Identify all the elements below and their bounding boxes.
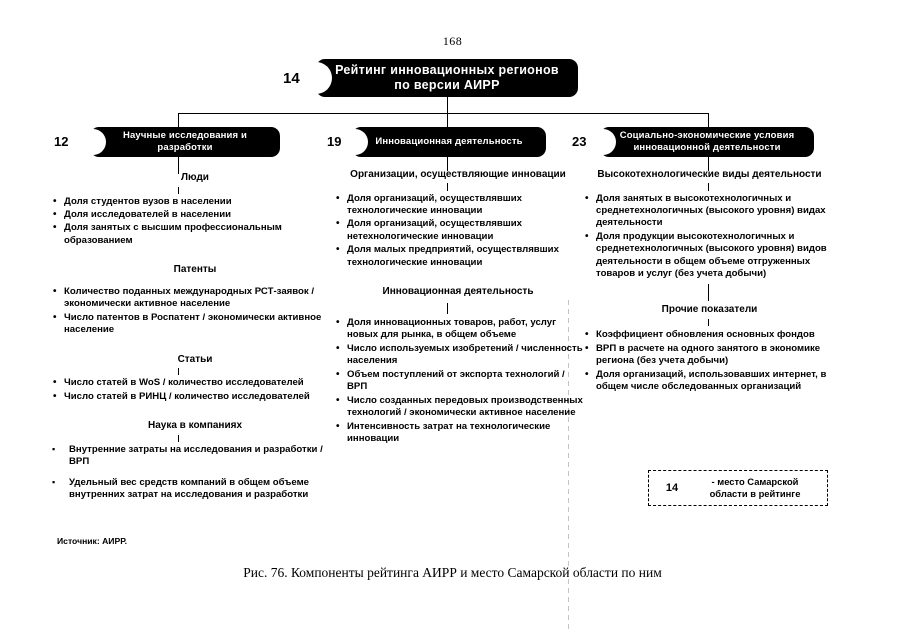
group-stem-nauka [178,434,179,442]
source-note: Источник: АИРР. [57,536,128,546]
indicator-list-prochie-pokazateli: Коэффициент обновления основных фондов В… [582,328,837,394]
legend-line2: области в рейтинге [709,488,801,499]
list-item: Доля организаций, использовавших интерне… [582,368,837,394]
connector-drop-column-2 [447,113,448,127]
list-item: Доля организаций, осуществлявших нетехно… [333,217,583,243]
column-3-banner-line1: Социально-экономические условия [619,130,795,142]
list-item: Число статей в РИНЦ / количество исследо… [50,390,340,404]
list-item: Удельный вес средств компаний в общем об… [50,477,340,502]
chart-title-line1: Рейтинг инновационных регионов [335,62,559,77]
title-rank-notch [300,62,332,94]
column-2-banner: Инновационная деятельность [352,127,546,157]
list-item: Объем поступлений от экспорта технологий… [333,368,583,394]
legend-line1: - место Самарской [711,476,799,488]
list-item: Интенсивность затрат на технологические … [333,420,583,446]
legend-description: - место Самарской области в рейтинге [689,476,821,500]
column-1-content: Люди Доля студентов вузов в населении До… [50,172,340,510]
group-stem-prochie [708,319,709,327]
list-item: Доля занятых с высшим профессиональным о… [50,221,340,247]
group-heading-nauka-v-kompaniyah: Наука в компаниях [147,420,243,432]
group-stem-organizacii [447,182,448,191]
column-2-banner-line1: Инновационная деятельность [375,136,523,148]
title-rank-value: 14 [283,70,300,87]
list-item: Доля организаций, осуществлявших техноло… [333,192,583,218]
connector-stem-column-3 [708,157,709,171]
connector-stem-column-1 [178,157,179,174]
list-item: Доля занятых в высокотехнологичных и сре… [582,191,837,230]
connector-horizontal-bus [178,113,709,114]
column-3-banner-line2: инновационной деятельности [633,142,781,153]
connector-drop-column-1 [178,113,179,127]
group-heading-innovacionnaya-deyatelnost: Инновационная деятельность [382,286,534,298]
indicator-list-patenty: Количество поданных международных РСТ-за… [50,285,340,337]
column-1-rank-value: 12 [54,134,69,149]
group-heading-prochie-pokazateli: Прочие показатели [661,303,758,315]
list-item: Коэффициент обновления основных фондов [582,328,837,342]
group-heading-lyudi: Люди [181,172,209,183]
indicator-list-vysokotehnologicheskie: Доля занятых в высокотехнологичных и сре… [582,191,837,281]
column-1-banner-line2: разработки [157,142,213,153]
list-item: Число патентов в Роспатент / экономическ… [50,311,340,337]
indicator-list-lyudi: Доля студентов вузов в населении Доля ис… [50,194,340,248]
list-item: Количество поданных международных РСТ-за… [50,285,340,311]
group-heading-statii: Статьи [177,353,213,365]
list-item: Доля исследователей в населении [50,208,340,222]
group-heading-patenty: Патенты [173,264,217,276]
indicator-list-organizacii: Доля организаций, осуществлявших техноло… [333,192,583,270]
indicator-list-statii: Число статей в WoS / количество исследов… [50,376,340,404]
column-1-rank-notch [80,129,106,155]
list-item: Доля малых предприятий, осуществлявших т… [333,243,583,269]
list-item: Доля студентов вузов в населении [50,194,340,208]
figure-caption: Рис. 76. Компоненты рейтинга АИРР и мест… [243,565,662,580]
chart-title-banner: Рейтинг инновационных регионов по версии… [316,59,578,97]
connector-to-prochie [708,283,709,301]
column-1-banner: Научные исследования и разработки [90,127,280,157]
group-heading-vysokotehnologicheskie: Высокотехнологические виды деятельности [597,169,822,180]
page-number: 168 [442,34,463,48]
legend-box: 14 - место Самарской области в рейтинге [648,470,828,506]
column-2-content: Организации, осуществляющие инновации До… [333,169,583,447]
list-item: Число используемых изобретений / численн… [333,342,583,368]
list-item: Число созданных передовых производственн… [333,394,583,420]
list-item: Внутренние затраты на исследования и раз… [50,444,340,469]
list-item: Доля продукции высокотехнологичных и сре… [582,230,837,281]
column-3-content: Высокотехнологические виды деятельности … [582,169,837,395]
group-stem-statii [178,368,179,376]
legend-rank-value: 14 [665,482,679,494]
list-item: Число статей в WoS / количество исследов… [50,376,340,390]
column-3-rank-value: 23 [572,134,587,149]
group-stem-innovacionnaya-deyatelnost [447,302,448,314]
indicator-list-nauka-v-kompaniyah: Внутренние затраты на исследования и раз… [50,444,340,502]
column-1-banner-line1: Научные исследования и [122,130,248,142]
column-2-rank-value: 19 [327,134,342,149]
connector-drop-column-3 [708,113,709,127]
group-stem-lyudi [178,186,179,194]
scan-artifact-line [568,300,569,630]
group-stem-vysokotehnologicheskie [708,182,709,191]
connector-stem-column-2 [447,157,448,171]
column-2-rank-notch [342,129,368,155]
list-item: Доля инновационных товаров, работ, услуг… [333,316,583,342]
indicator-list-innovacionnaya-deyatelnost: Доля инновационных товаров, работ, услуг… [333,316,583,446]
group-heading-organizacii: Организации, осуществляющие инновации [350,169,566,180]
list-item: ВРП в расчете на одного занятого в эконо… [582,342,837,368]
connector-trunk-vertical [447,97,448,114]
column-3-banner: Социально-экономические условия инноваци… [600,127,814,157]
column-3-rank-notch [590,129,616,155]
chart-title-line2: по версии АИРР [394,78,500,92]
